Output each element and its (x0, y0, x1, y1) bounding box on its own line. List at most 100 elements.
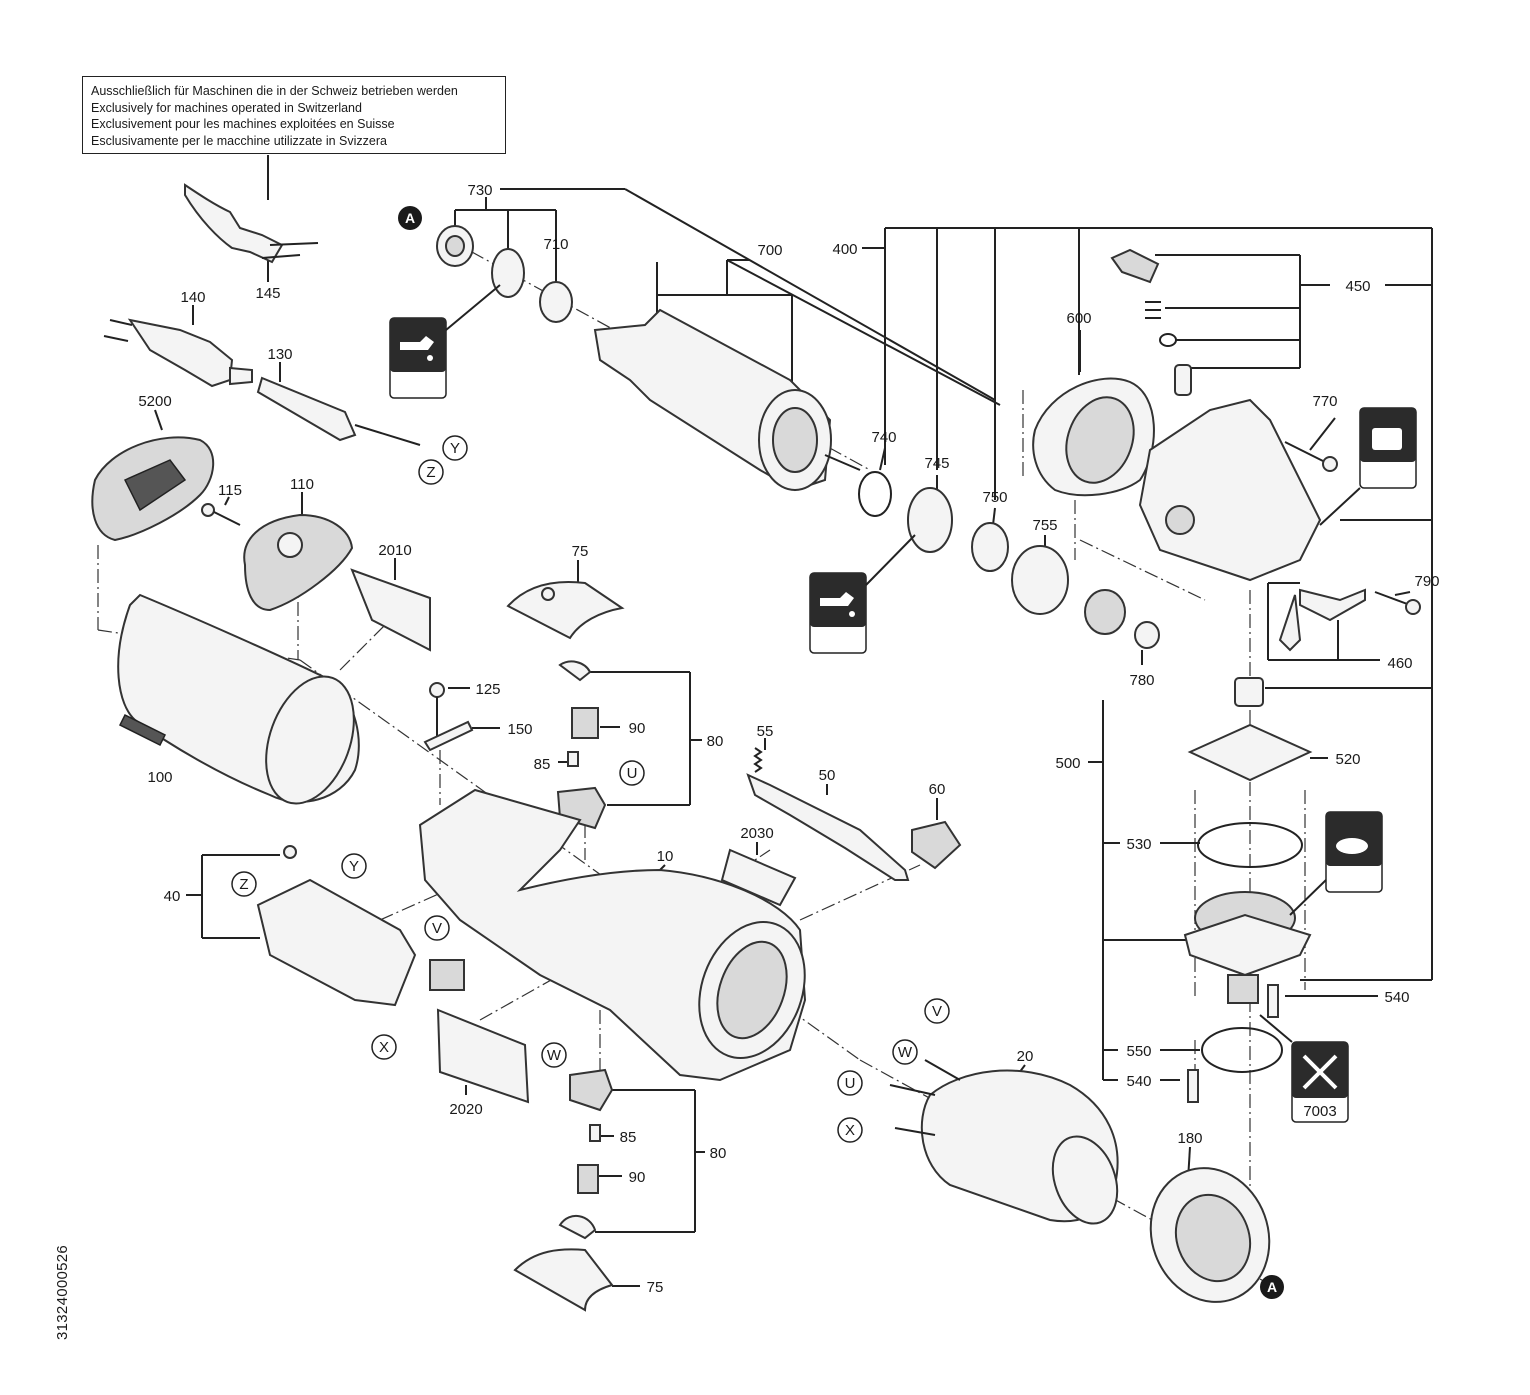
connector-tag-z-switch: Z (231, 871, 257, 897)
switch-40 (256, 845, 465, 1007)
svg-text:V: V (932, 1003, 942, 1020)
connector-tag-a-top: A (398, 206, 422, 230)
part-label-600: 600 (1066, 310, 1091, 327)
spring-55 (753, 747, 763, 773)
svg-text:V: V (432, 920, 442, 937)
grease-lubrication-icon (809, 572, 867, 654)
main-housing-10 (418, 788, 807, 1082)
part-label-150: 150 (507, 721, 532, 738)
part-label-530: 530 (1126, 836, 1151, 853)
connector-tag-u-stator: U (837, 1070, 863, 1096)
lever-50 (746, 773, 910, 881)
bearing-flange-500 (1183, 677, 1313, 1073)
button-60 (911, 820, 962, 870)
part-label-40: 40 (164, 888, 181, 905)
part-label-460: 460 (1387, 655, 1412, 672)
bearing-730 (436, 225, 525, 298)
connector-tag-w-brush: W (541, 1042, 567, 1068)
svg-text:W: W (547, 1047, 562, 1064)
part-label-80-bottom: 80 (710, 1145, 727, 1162)
nut-780 (1134, 621, 1160, 649)
svg-text:A: A (1267, 1279, 1277, 1295)
part-label-115: 115 (218, 482, 242, 499)
oil-lubrication-icon (389, 317, 447, 399)
part-label-2020: 2020 (449, 1101, 482, 1118)
svg-text:A: A (405, 210, 415, 226)
part-label-125: 125 (475, 681, 500, 698)
part-label-2030: 2030 (740, 825, 773, 842)
part-label-450: 450 (1345, 278, 1370, 295)
guard-plate-600 (1032, 377, 1155, 497)
part-label-110: 110 (290, 476, 314, 493)
label-2030 (720, 848, 797, 907)
gear-head-housing (1138, 398, 1322, 582)
service-code-7003: 7003 (1303, 1103, 1336, 1120)
connector-tag-u-top: U (619, 760, 645, 786)
screw-790 (1374, 591, 1421, 615)
notice-line-de: Ausschließlich für Maschinen die in der … (91, 84, 458, 98)
part-label-520: 520 (1335, 751, 1360, 768)
part-label-5200: 5200 (138, 393, 171, 410)
bearing-710 (539, 281, 573, 323)
connector-tag-x-switch: X (371, 1034, 397, 1060)
brush-holder-bottom (558, 1068, 614, 1240)
part-label-500: 500 (1055, 755, 1080, 772)
connector-tag-z-top: Z (418, 459, 444, 485)
svg-text:X: X (379, 1039, 389, 1056)
part-number-labels: 145 730 710 700 400 600 450 140 130 5200… (138, 182, 1439, 1296)
part-label-740: 740 (871, 429, 896, 446)
grease-pot-icon (1325, 811, 1383, 893)
bearing-755 (1011, 545, 1069, 615)
grease-tin-icon (1359, 407, 1417, 489)
part-label-790: 790 (1414, 573, 1439, 590)
part-label-2010: 2010 (378, 542, 411, 559)
part-label-400: 400 (832, 241, 857, 258)
part-label-60: 60 (929, 781, 946, 798)
connector-tag-v-switch: V (424, 915, 450, 941)
side-cap-5200 (91, 436, 215, 542)
part-label-90-bottom: 90 (629, 1169, 646, 1186)
part-label-710: 710 (543, 236, 568, 253)
part-label-750: 750 (982, 489, 1007, 506)
bearing-750 (971, 522, 1009, 572)
part-label-90-top: 90 (629, 720, 646, 737)
connector-tag-a-bottom: A (1260, 1275, 1284, 1299)
circlip-740 (858, 471, 892, 517)
spindle-lock-450 (1110, 248, 1192, 396)
service-tool-icon: 7003 (1291, 1041, 1349, 1123)
label-75-bottom (513, 1248, 614, 1312)
cable-sleeve-130 (256, 376, 421, 446)
connector-tag-w-stator: W (892, 1039, 918, 1065)
part-label-10: 10 (657, 848, 674, 865)
armature-700 (593, 308, 861, 492)
lock-lever-460 (1278, 588, 1366, 652)
part-label-540-left: 540 (1126, 1073, 1151, 1090)
air-guide-180 (1149, 1167, 1271, 1303)
part-label-745: 745 (924, 455, 949, 472)
svg-text:U: U (627, 765, 638, 782)
notice-line-fr: Exclusivement pour les machines exploité… (91, 117, 395, 131)
screw-540 (1187, 984, 1279, 1103)
part-label-730: 730 (467, 182, 492, 199)
svg-text:Y: Y (349, 858, 359, 875)
screw-115 (201, 503, 241, 526)
svg-text:W: W (898, 1044, 913, 1061)
part-label-180: 180 (1177, 1130, 1202, 1147)
o-ring-550 (1201, 1027, 1283, 1073)
label-2010 (350, 568, 431, 652)
switzerland-notice-box: Ausschließlich für Maschinen die in der … (82, 76, 506, 154)
connector-tag-y-switch: Y (341, 853, 367, 879)
part-label-780: 780 (1129, 672, 1154, 689)
part-label-20: 20 (1017, 1048, 1034, 1065)
connector-tag-v-stator: V (924, 998, 950, 1024)
label-75-top (506, 580, 625, 640)
connector-tag-x-stator: X (837, 1117, 863, 1143)
notice-line-en: Exclusively for machines operated in Swi… (91, 100, 362, 115)
part-label-85-top: 85 (534, 756, 551, 773)
part-label-85-bottom: 85 (620, 1129, 637, 1146)
svg-text:X: X (845, 1122, 855, 1139)
part-label-700: 700 (757, 242, 782, 259)
label-2020 (436, 1008, 530, 1104)
connector-tag-y-top: Y (442, 435, 468, 461)
